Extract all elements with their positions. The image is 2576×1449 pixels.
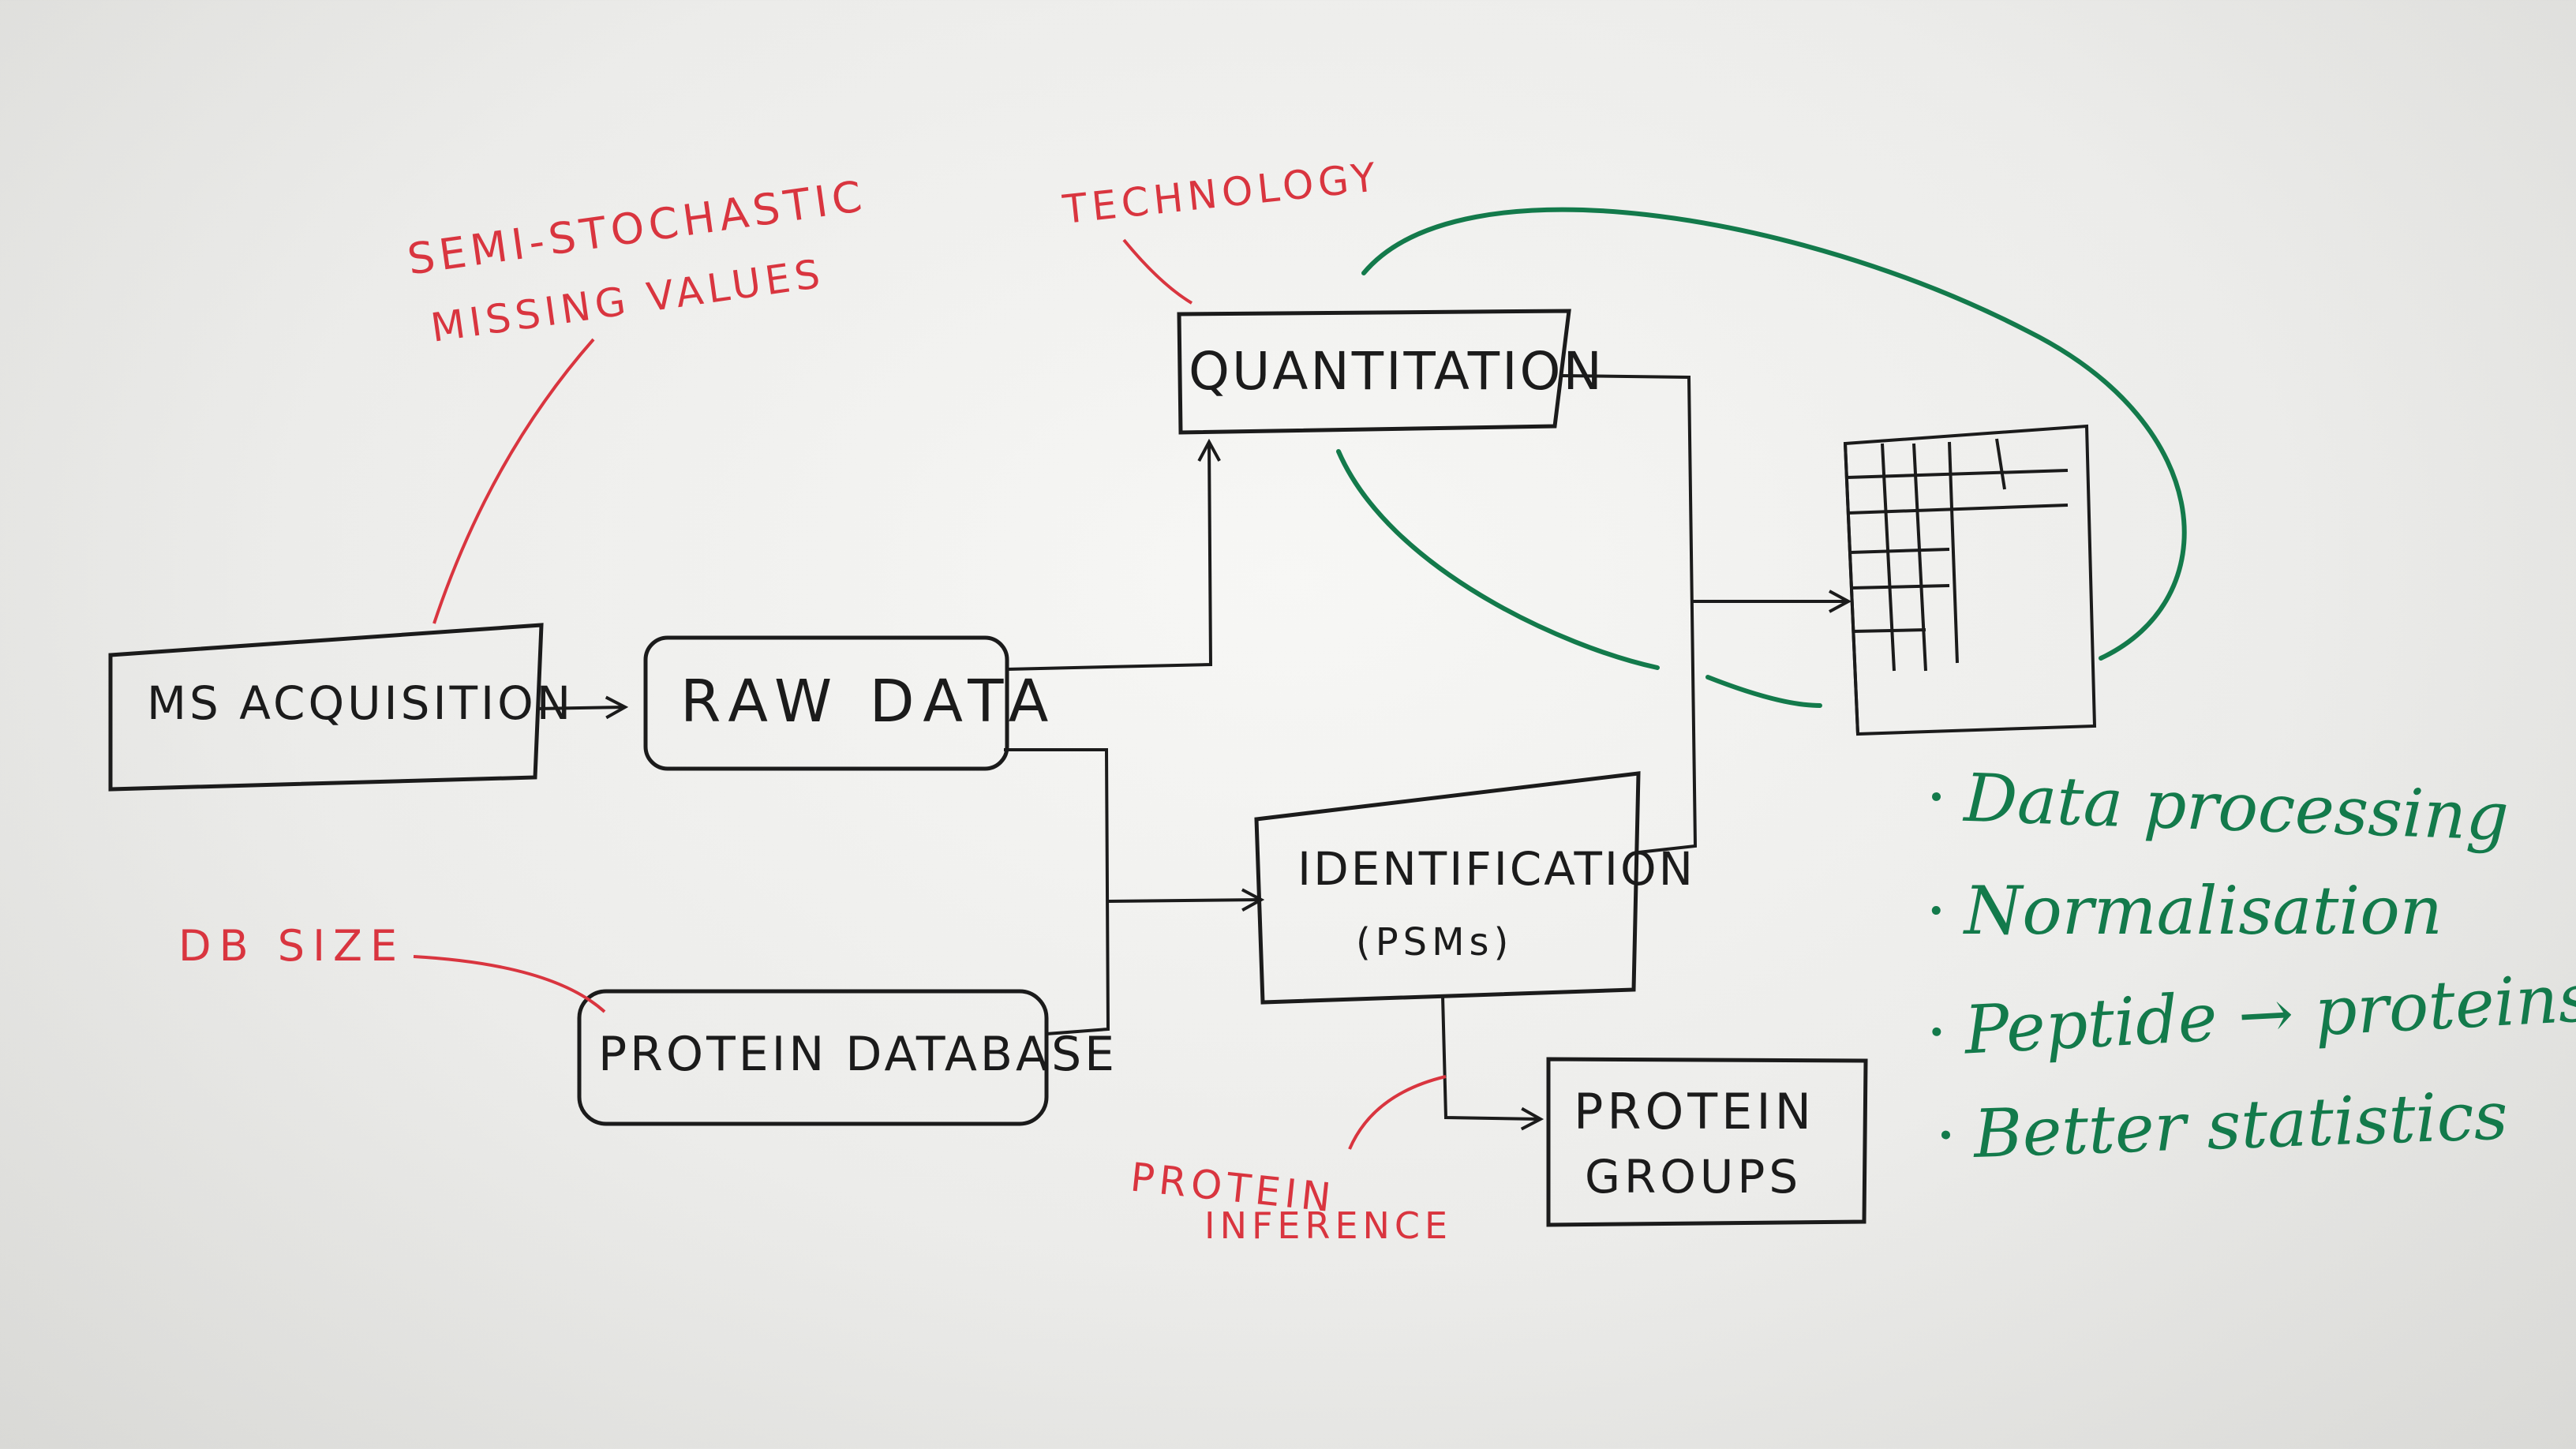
bullet-item-data-processing: ·Data processing [1924, 758, 2510, 856]
arrow-ms-to-raw [536, 707, 625, 709]
red-line-semi-stochastic [432, 338, 595, 624]
arrow-identification-to-protein-groups [1441, 995, 1541, 1119]
identification-box [1254, 771, 1641, 1005]
ms-acquisition-box [108, 623, 544, 792]
red-line-technology [1122, 238, 1193, 305]
identification-psms-label: (PSMs) [1356, 920, 1514, 964]
protein-groups-label-line1: PROTEIN [1574, 1083, 1815, 1140]
green-arc-lower-tail [1705, 675, 1822, 708]
green-arc-lower [1336, 449, 1660, 670]
bullet-item-normalisation: ·Normalisation [1926, 872, 2443, 949]
red-line-db-size [413, 955, 606, 1013]
raw-data-label: RAW DATA [680, 668, 1058, 736]
protein-database-label: PROTEIN DATABASE [598, 1027, 1118, 1082]
identification-label: IDENTIFICATION [1297, 842, 1696, 896]
bullet-item-better-statistics: ·Better statistics [1934, 1076, 2510, 1174]
result-table-drawing [1843, 424, 2097, 736]
ms-acquisition-label: MS ACQUISITION [147, 676, 575, 730]
connector-raw-to-junction [1004, 748, 1110, 1035]
connector-quant-to-table [1560, 374, 1698, 854]
green-loop-curve [1361, 207, 2187, 661]
arrow-junction-to-identification [1107, 900, 1261, 901]
protein-groups-label-line2: GROUPS [1585, 1150, 1803, 1204]
red-line-protein-inference [1348, 1075, 1447, 1150]
quantitation-label: QUANTITATION [1189, 341, 1604, 402]
protein-groups-box [1546, 1057, 1868, 1227]
protein-inference-note-line2: INFERENCE [1204, 1204, 1453, 1247]
protein-database-box [577, 989, 1049, 1126]
raw-data-box [643, 635, 1009, 771]
quantitation-box [1177, 309, 1571, 435]
db-size-note: DB SIZE [178, 921, 406, 971]
arrow-raw-to-quantitation [1006, 442, 1211, 671]
